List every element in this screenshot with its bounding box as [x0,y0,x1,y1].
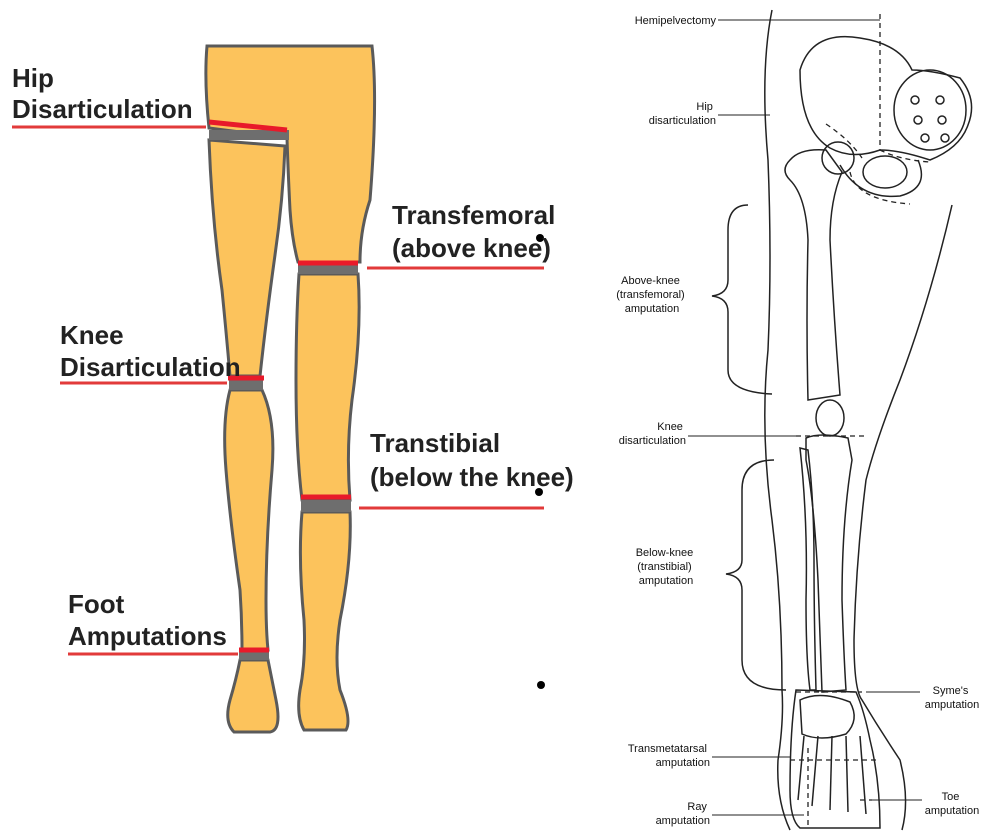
left-foot [228,660,278,732]
foot-outline [790,690,880,828]
obturator-foramen [863,156,907,188]
right-lower-leg [299,512,351,730]
sacrum [894,70,966,150]
femoral-head [822,142,854,174]
label-toe-amputation: Toe amputation [925,791,979,817]
label-ray-amputation: Ray amputation [656,801,710,827]
label-hemipelvectomy: Hemipelvectomy [635,15,717,27]
left-figure: Hip Disarticulation Transfemoral (above … [12,46,574,732]
fibula [800,448,816,690]
label-transtibial: Transtibial (below the knee) [370,428,574,492]
label-knee-disarticulation-right: Knee disarticulation [619,421,686,447]
left-lower-leg [225,390,273,650]
left-thigh [209,140,285,376]
label-hip-disarticulation: Hip Disarticulation [12,63,193,124]
label-foot-amputations: Foot Amputations [68,589,227,651]
label-knee-disarticulation: Knee Disarticulation [60,320,241,382]
label-hip-disarticulation-right: Hip disarticulation [649,101,716,127]
right-thigh-segment [296,274,359,500]
above-knee-brace [712,205,772,394]
body-outline-left [765,10,790,830]
label-below-knee: Below-knee (transtibial) amputation [636,547,697,587]
amputation-cut-lines [790,14,930,828]
right-pointer-lines [688,20,922,815]
tibia [806,435,852,692]
right-labels: Hemipelvectomy Hip disarticulation Above… [616,15,979,827]
label-symes-amputation: Syme's amputation [925,685,979,711]
label-above-knee: Above-knee (transfemoral) amputation [616,275,688,315]
femur [785,150,842,400]
label-transfemoral: Transfemoral (above knee) [392,200,563,263]
label-transmetatarsal: Transmetatarsal amputation [628,743,710,769]
patella [816,400,844,436]
